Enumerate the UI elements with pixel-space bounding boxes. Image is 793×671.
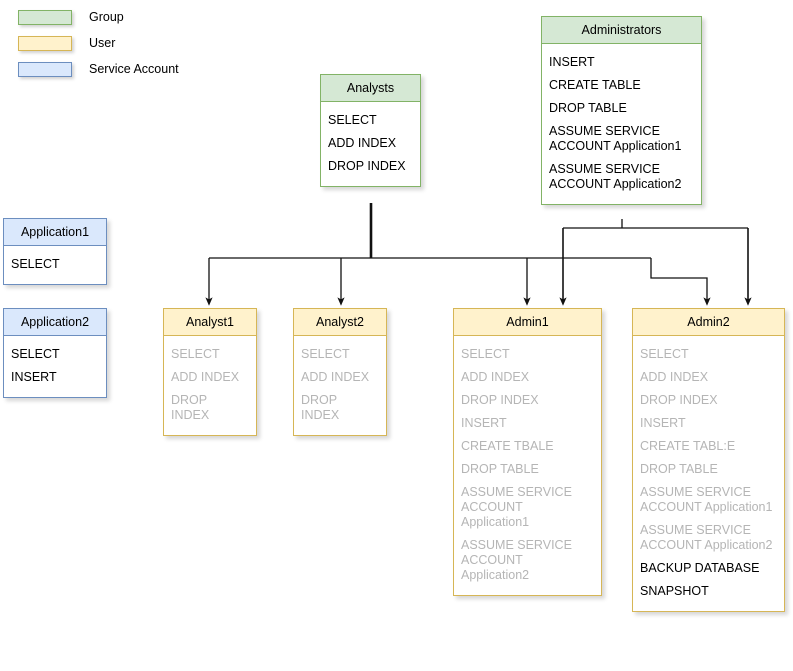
permission-item: CREATE TBALE [461,439,554,453]
service-swatch [18,61,72,77]
permission-item: ASSUME SERVICE ACCOUNT Application1 [640,485,773,514]
permission-item: DROP INDEX [461,393,539,407]
permission-item: SELECT [328,113,377,127]
permission-item: DROP INDEX [301,393,340,422]
permission-item: ASSUME SERVICE ACCOUNT Application2 [640,523,773,552]
node-application1[interactable]: Application1 SELECT [3,218,107,285]
permission-item: ASSUME SERVICE ACCOUNT Application2 [461,538,572,582]
permission-item: SELECT [301,347,350,361]
permission-item: SELECT [171,347,220,361]
node-analysts[interactable]: Analysts SELECT ADD INDEX DROP INDEX [320,74,421,187]
permission-item: ADD INDEX [461,370,530,384]
node-application2-permissions: SELECT INSERT [3,336,107,398]
permission-item: DROP INDEX [328,159,406,173]
node-application1-permissions: SELECT [3,246,107,285]
node-analysts-title: Analysts [320,74,421,102]
legend-label-service-account: Service Account [89,62,179,76]
node-analyst1-title: Analyst1 [163,308,257,336]
permission-item: CREATE TABL:E [640,439,736,453]
permission-item: DROP TABLE [549,101,627,115]
legend: Group User Service Account [18,7,248,85]
legend-label-user: User [89,36,116,50]
permission-item: ASSUME SERVICE ACCOUNT Application2 [549,162,682,191]
permission-item: ADD INDEX [640,370,709,384]
node-application1-title: Application1 [3,218,107,246]
node-analyst1[interactable]: Analyst1 SELECT ADD INDEX DROP INDEX [163,308,257,436]
permission-item: DROP TABLE [461,462,539,476]
node-administrators-title: Administrators [541,16,702,44]
node-analyst2[interactable]: Analyst2 SELECT ADD INDEX DROP INDEX [293,308,387,436]
node-administrators-permissions: INSERT CREATE TABLE DROP TABLE ASSUME SE… [541,44,702,205]
legend-item-group: Group [18,7,248,27]
permission-item: INSERT [640,416,686,430]
permission-item: CREATE TABLE [549,78,641,92]
permission-item: SELECT [11,257,60,271]
legend-item-service-account: Service Account [18,59,248,79]
permission-item: SNAPSHOT [640,584,709,598]
permission-item: INSERT [11,370,57,384]
node-application2[interactable]: Application2 SELECT INSERT [3,308,107,398]
permission-item: ADD INDEX [328,136,397,150]
permission-item: INSERT [461,416,507,430]
legend-item-user: User [18,33,248,53]
permission-item: ASSUME SERVICE ACCOUNT Application1 [461,485,572,529]
permission-item: INSERT [549,55,595,69]
node-application2-title: Application2 [3,308,107,336]
permission-item: DROP INDEX [640,393,718,407]
node-analyst2-permissions: SELECT ADD INDEX DROP INDEX [293,336,387,436]
node-admin2-permissions: SELECT ADD INDEX DROP INDEX INSERT CREAT… [632,336,785,612]
edge-analysts-to-admin2 [650,258,711,306]
permission-item: ADD INDEX [171,370,240,384]
node-admin2-title: Admin2 [632,308,785,336]
permission-item: ASSUME SERVICE ACCOUNT Application1 [549,124,682,153]
group-swatch [18,9,72,25]
permission-item: SELECT [461,347,510,361]
edge-analysts-bus [209,203,651,259]
permission-item: SELECT [11,347,60,361]
node-admin1-title: Admin1 [453,308,602,336]
node-admin1-permissions: SELECT ADD INDEX DROP INDEX INSERT CREAT… [453,336,602,596]
legend-label-group: Group [89,10,124,24]
node-analyst2-title: Analyst2 [293,308,387,336]
permission-item: DROP INDEX [171,393,210,422]
node-administrators[interactable]: Administrators INSERT CREATE TABLE DROP … [541,16,702,205]
permission-item: SELECT [640,347,689,361]
permission-item: BACKUP DATABASE [640,561,760,575]
node-analysts-permissions: SELECT ADD INDEX DROP INDEX [320,102,421,187]
node-admin1[interactable]: Admin1 SELECT ADD INDEX DROP INDEX INSER… [453,308,602,596]
permission-item: DROP TABLE [640,462,718,476]
permission-item: ADD INDEX [301,370,370,384]
node-analyst1-permissions: SELECT ADD INDEX DROP INDEX [163,336,257,436]
edge-administrators-bus [563,219,748,229]
node-admin2[interactable]: Admin2 SELECT ADD INDEX DROP INDEX INSER… [632,308,785,612]
user-swatch [18,35,72,51]
